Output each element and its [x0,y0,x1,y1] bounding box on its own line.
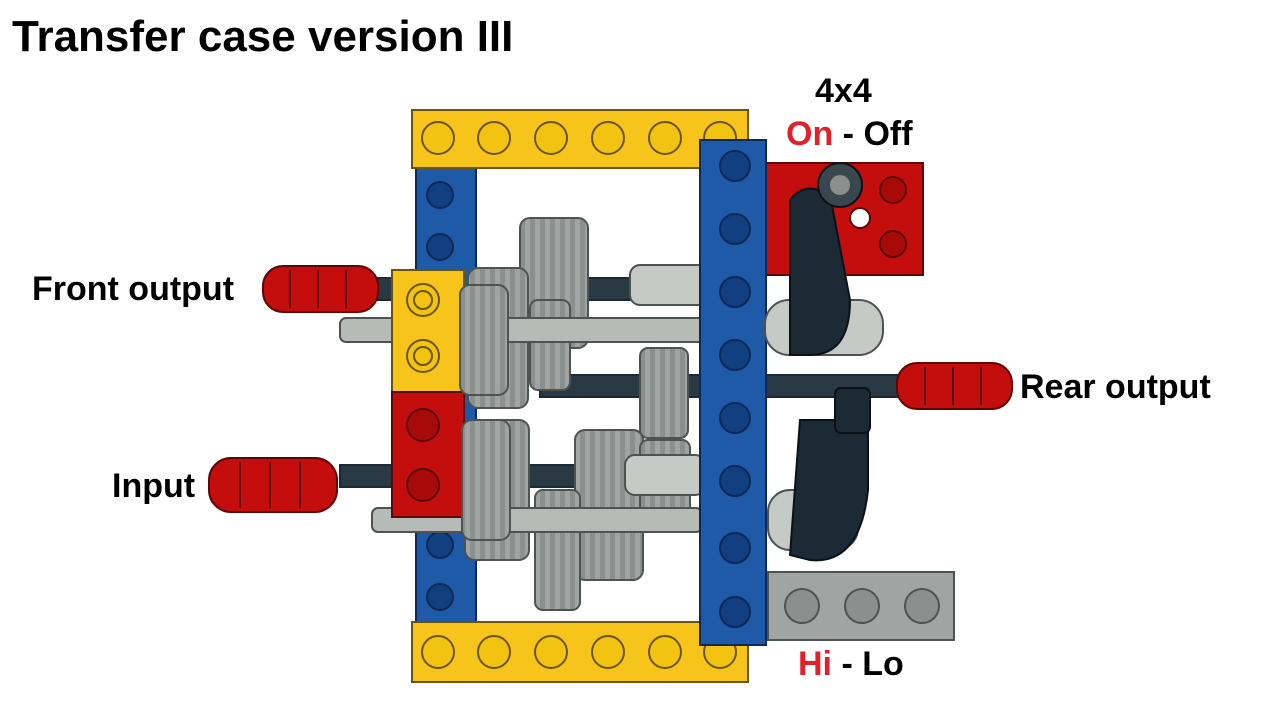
on-off-label: On - Off [786,115,913,154]
off-text: Off [863,115,913,153]
shift-lever-4x4 [764,162,884,356]
rear-output-label: Rear output [1020,368,1211,406]
gray-beam-bottom [767,571,955,641]
on-text: On [786,115,834,153]
input-joiner [208,457,338,513]
hi-lo-label: Hi - Lo [798,645,904,684]
shift-lever-hilo [767,387,871,562]
top-yellow-beam [411,109,749,169]
separator-text: - [833,115,864,153]
front-output-label: Front output [32,270,235,308]
bottom-yellow-beam [411,621,749,683]
fourbyfour-label: 4x4 [815,72,872,110]
hi-text: Hi [798,645,832,683]
rear-output-joiner [896,362,1013,410]
separator-text: - [832,645,863,683]
yellow-red-liftarm [391,269,465,518]
front-gears [459,284,511,541]
input-label: Input [112,467,196,505]
right-blue-beam [699,139,767,646]
diagram-title: Transfer case version III [12,12,514,61]
lo-text: Lo [862,645,904,683]
front-output-joiner [262,265,379,313]
